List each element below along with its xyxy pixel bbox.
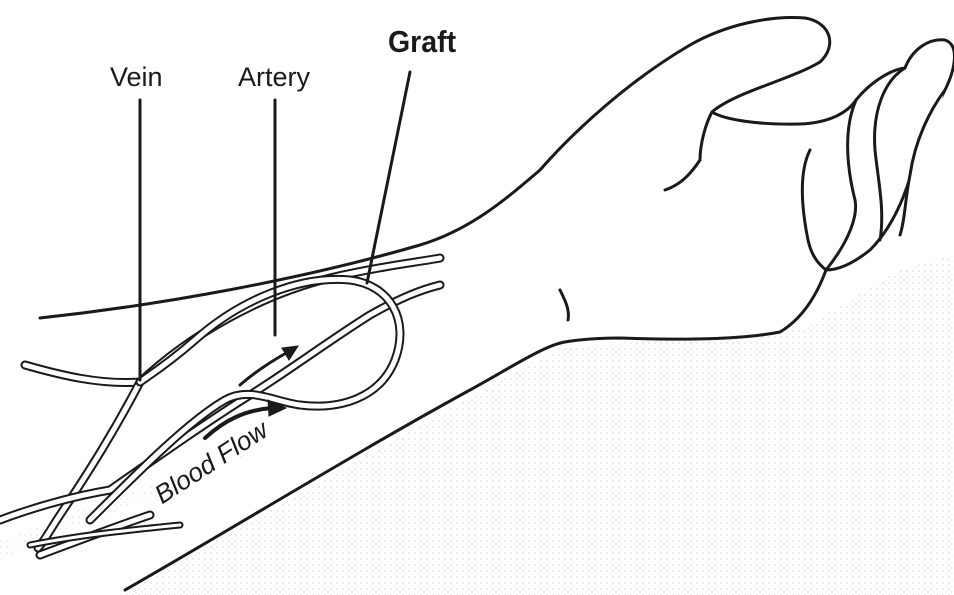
leader-lines <box>140 72 410 380</box>
graft-leader <box>367 72 410 283</box>
graft-label: Graft <box>388 26 456 57</box>
vein-label: Vein <box>110 64 163 91</box>
artery-label: Artery <box>238 64 310 91</box>
flow-arrow-upper-head <box>282 346 298 360</box>
forearm-top-edge <box>40 170 540 318</box>
